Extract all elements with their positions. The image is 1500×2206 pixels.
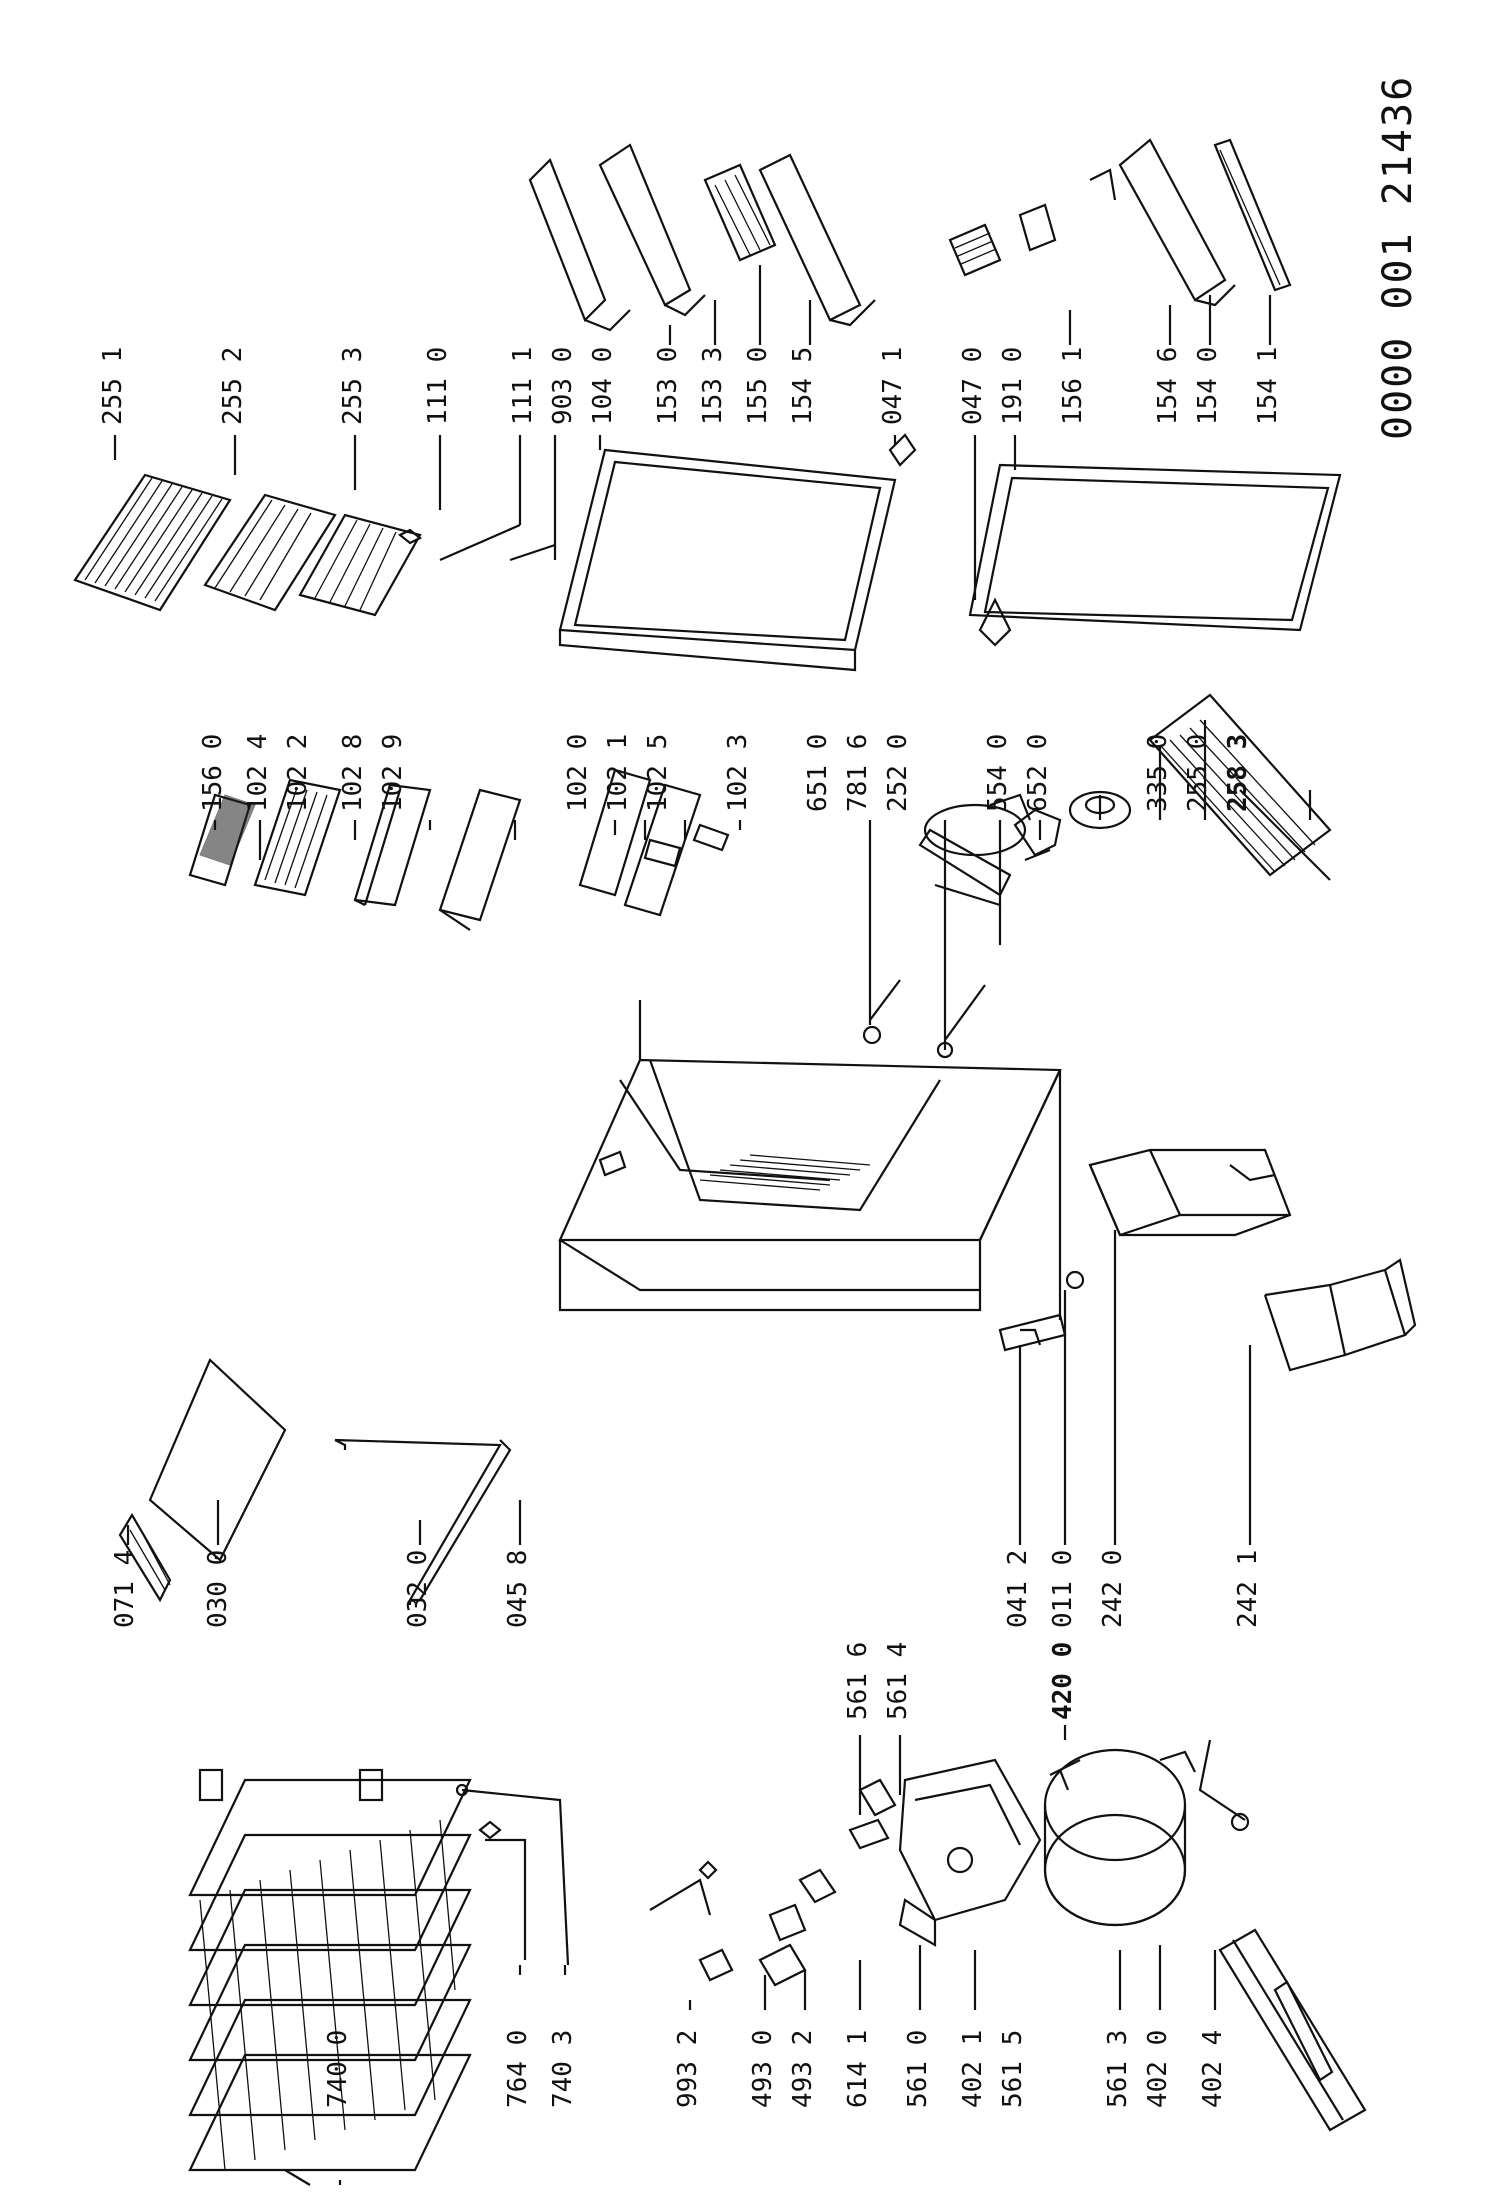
part-label: 493 0	[748, 2029, 778, 2108]
part-label: 030 0	[203, 1549, 233, 1628]
part-label: 156 1	[1058, 346, 1088, 425]
part-label: 111 1	[508, 346, 538, 425]
part-label: 258 3	[1223, 733, 1253, 812]
part-label: 420 0	[1048, 1641, 1078, 1720]
part-label: 102 2	[283, 733, 313, 812]
part-label: 740 0	[323, 2029, 353, 2108]
door-drawing	[397, 448, 1342, 672]
back-panel-drawing	[148, 1358, 287, 1562]
part-label: 652 0	[1023, 733, 1053, 812]
part-label: 102 3	[723, 733, 753, 812]
part-label: 045 8	[503, 1549, 533, 1628]
part-label: 242 1	[1233, 1549, 1263, 1628]
crisper-drawers-drawing	[1088, 1148, 1417, 1372]
part-label: 102 0	[563, 733, 593, 812]
door-bins-drawing	[528, 138, 1292, 647]
part-label: 402 1	[958, 2029, 988, 2108]
part-label: 155 0	[743, 346, 773, 425]
part-label: 242 0	[1098, 1549, 1128, 1628]
part-label: 154 6	[1153, 346, 1183, 425]
part-label: 104 0	[588, 346, 618, 425]
part-label: 153 3	[698, 346, 728, 425]
part-label: 154 5	[788, 346, 818, 425]
part-label: 561 6	[843, 1641, 873, 1720]
part-label: 041 2	[1003, 1549, 1033, 1628]
part-label: 071 4	[110, 1549, 140, 1628]
part-label: 191 0	[998, 346, 1028, 425]
part-label: 651 0	[803, 733, 833, 812]
part-label: 402 0	[1143, 2029, 1173, 2108]
part-label: 764 0	[503, 2029, 533, 2108]
compressor-drawing	[1043, 1739, 1367, 2132]
part-label: 402 4	[1198, 2029, 1228, 2108]
part-label: 156 0	[198, 733, 228, 812]
part-label: 252 0	[883, 733, 913, 812]
part-label: 102 8	[338, 733, 368, 812]
part-label: 561 3	[1103, 2029, 1133, 2108]
condenser-drawing	[188, 1768, 472, 2186]
part-label: 993 2	[673, 2029, 703, 2108]
cabinet-drawing	[558, 1000, 1085, 1352]
part-label: 493 2	[788, 2029, 818, 2108]
part-label: 102 9	[378, 733, 408, 812]
shelves-drawing	[73, 473, 422, 617]
part-label: 255 0	[1183, 733, 1213, 812]
part-label: 154 0	[1193, 346, 1223, 425]
electrical-box-drawing	[649, 1758, 1081, 1987]
part-label: 335 0	[1143, 733, 1173, 812]
part-label: 047 1	[878, 346, 908, 425]
part-label: 032 0	[403, 1549, 433, 1628]
part-label: 011 0	[1048, 1549, 1078, 1628]
part-label: 102 1	[603, 733, 633, 812]
part-label: 561 4	[883, 1641, 913, 1720]
part-label: 903 0	[548, 346, 578, 425]
part-label: 614 1	[843, 2029, 873, 2108]
part-label: 255 1	[98, 346, 128, 425]
part-label: 154 1	[1253, 346, 1283, 425]
part-label: 255 2	[218, 346, 248, 425]
gasket-frame-drawing	[334, 1438, 512, 1605]
part-label: 255 3	[338, 346, 368, 425]
document-id: 0000 001 21436	[1375, 74, 1421, 440]
part-label: 781 6	[843, 733, 873, 812]
drip-tray-drawing	[118, 1512, 172, 1603]
part-label: 047 0	[958, 346, 988, 425]
part-label: 102 4	[243, 733, 273, 812]
part-label: 153 0	[653, 346, 683, 425]
part-label: 740 3	[548, 2029, 578, 2108]
part-label: 561 0	[903, 2029, 933, 2108]
part-label: 102 5	[643, 733, 673, 812]
part-label: 554 0	[983, 733, 1013, 812]
capillary-drawing	[455, 1783, 570, 1966]
part-label: 561 5	[998, 2029, 1028, 2108]
part-label: 111 0	[423, 346, 453, 425]
